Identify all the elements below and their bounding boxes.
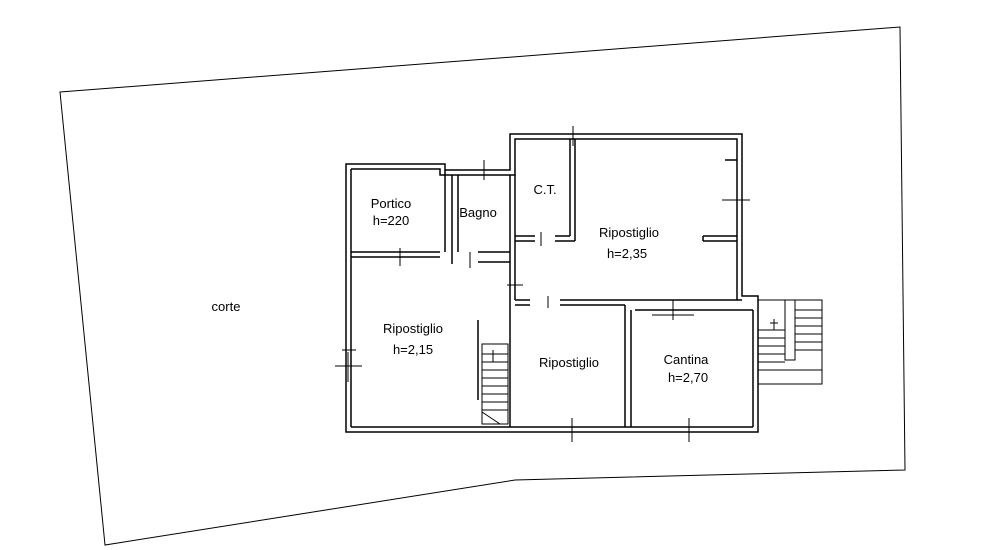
label-ct: C.T. [533, 182, 556, 197]
building-outline [345, 133, 759, 433]
label-ripostiglio-ne-height: h=2,35 [607, 246, 647, 261]
label-cantina: Cantina [664, 352, 710, 367]
window-markers [335, 126, 750, 442]
exterior-stair [757, 299, 823, 385]
label-corte: corte [212, 299, 241, 314]
label-ripostiglio-c: Ripostiglio [539, 355, 599, 370]
label-portico: Portico [371, 196, 411, 211]
label-bagno: Bagno [459, 205, 497, 220]
label-portico-height: h=220 [373, 213, 410, 228]
label-ripostiglio-w: Ripostiglio [383, 321, 443, 336]
label-ripostiglio-w-height: h=2,15 [393, 342, 433, 357]
label-ripostiglio-ne: Ripostiglio [599, 225, 659, 240]
interior-stair [481, 343, 509, 425]
label-cantina-height: h=2,70 [668, 370, 708, 385]
lot-boundary [59, 26, 906, 546]
